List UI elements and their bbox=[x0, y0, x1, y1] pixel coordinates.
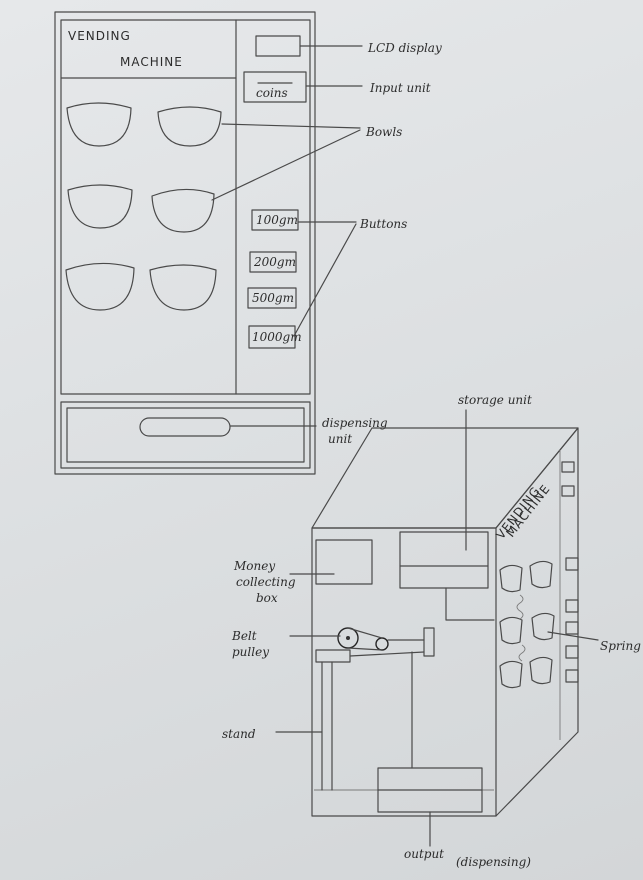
front-title-line1: VENDING bbox=[68, 29, 131, 43]
front-title-line2: MACHINE bbox=[120, 55, 183, 69]
bowl bbox=[150, 265, 216, 310]
spring-callout-line bbox=[548, 632, 598, 640]
button-label: 500gm bbox=[252, 291, 294, 305]
side-bowl bbox=[500, 661, 522, 687]
money-box-label-line3: box bbox=[256, 591, 278, 605]
spring-coil bbox=[519, 645, 525, 661]
button-label: 200gm bbox=[253, 255, 296, 269]
front-outer-frame bbox=[55, 12, 315, 474]
bowl bbox=[66, 263, 134, 310]
bowl bbox=[152, 189, 214, 232]
money-collecting-box bbox=[316, 540, 372, 584]
side-button bbox=[566, 622, 578, 634]
belt-pulley-label-line1: Belt bbox=[231, 629, 257, 643]
money-box-label-line1: Money bbox=[233, 559, 275, 573]
storage-unit bbox=[400, 532, 488, 588]
bowl bbox=[67, 103, 131, 146]
storage-unit-label: storage unit bbox=[458, 393, 532, 407]
box-front bbox=[312, 528, 496, 816]
buttons-label: Buttons bbox=[359, 217, 407, 231]
side-bowl bbox=[532, 613, 554, 639]
bowls-callout-line bbox=[222, 124, 360, 128]
button-label: 100gm bbox=[256, 213, 298, 227]
side-button bbox=[566, 558, 578, 570]
side-bowls bbox=[500, 561, 554, 687]
side-bowl bbox=[500, 565, 522, 591]
input-unit-label: Input unit bbox=[369, 81, 431, 95]
side-bowl bbox=[500, 617, 522, 643]
stand-bar bbox=[350, 652, 424, 656]
bowls bbox=[66, 103, 221, 310]
lcd-display bbox=[256, 36, 300, 56]
side-button bbox=[562, 486, 574, 496]
lcd-display-label: LCD display bbox=[367, 41, 442, 55]
dispensing-drawer-inner bbox=[67, 408, 304, 462]
belt-pulley-label-line2: pulley bbox=[232, 645, 269, 659]
bowls-callout-line bbox=[212, 130, 360, 200]
dispensing-slot bbox=[140, 418, 230, 436]
buttons-callout-line bbox=[294, 224, 356, 336]
spring-coil bbox=[517, 595, 523, 619]
coin-slot-label: coins bbox=[256, 86, 288, 100]
output-label: output bbox=[404, 847, 444, 861]
pulley-hub bbox=[346, 636, 350, 640]
dispensing-drawer bbox=[61, 402, 310, 468]
output-note-label: (dispensing) bbox=[456, 855, 531, 869]
feed-pipe bbox=[446, 588, 494, 620]
side-bowl bbox=[530, 657, 552, 683]
weight-buttons: 100gm 200gm 500gm 1000gm bbox=[248, 210, 302, 348]
belt bbox=[348, 628, 382, 638]
button-label: 1000gm bbox=[252, 330, 302, 344]
side-button bbox=[566, 600, 578, 612]
money-box-label-line2: collecting bbox=[236, 575, 296, 589]
bowls-label: Bowls bbox=[365, 125, 402, 139]
bowl bbox=[68, 185, 132, 228]
side-button bbox=[566, 646, 578, 658]
dispensing-label-line2: unit bbox=[328, 432, 352, 446]
side-button bbox=[566, 670, 578, 682]
side-button bbox=[562, 462, 574, 472]
stand-label: stand bbox=[222, 727, 256, 741]
stand-top bbox=[316, 650, 350, 662]
bowl bbox=[158, 107, 221, 146]
spring-label: Spring bbox=[600, 639, 641, 653]
side-view: VENDING MACHINE bbox=[222, 393, 641, 869]
pulley-small bbox=[376, 638, 388, 650]
pulley-bracket bbox=[424, 628, 434, 656]
front-view: VENDING MACHINE coins 100gm 200gm 500gm … bbox=[55, 12, 442, 474]
side-bowl bbox=[530, 561, 552, 587]
